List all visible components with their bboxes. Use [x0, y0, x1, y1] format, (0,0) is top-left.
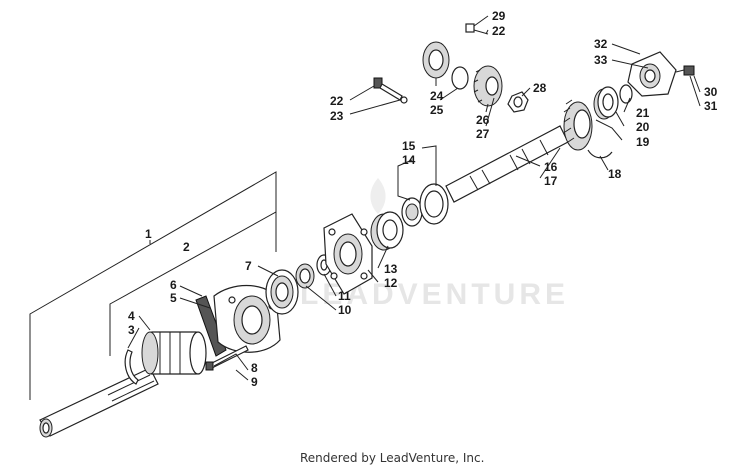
footer-credit: Rendered by LeadVenture, Inc.	[300, 451, 484, 465]
cover-bolt	[675, 65, 695, 76]
callout-5: 5	[170, 291, 177, 305]
callout-29: 29	[492, 9, 506, 23]
callout-8: 8	[251, 361, 258, 375]
bearing-13	[370, 211, 404, 251]
callout-14: 14	[402, 153, 416, 167]
output-shaft	[39, 367, 159, 438]
oil-seal	[265, 269, 299, 315]
callout-15: 15	[402, 139, 416, 153]
snap-ring	[124, 349, 139, 385]
callout-13: 13	[384, 262, 398, 276]
callout-21: 21	[636, 106, 650, 120]
callout-17: 17	[544, 174, 558, 188]
callout-28: 28	[533, 81, 547, 95]
coupler-body	[141, 331, 207, 375]
callout-11: 11	[338, 289, 351, 303]
bearing-20	[593, 84, 633, 120]
callout-25: 25	[430, 103, 444, 117]
callout-27: 27	[476, 127, 490, 141]
flange-plate	[323, 213, 373, 295]
seal-24	[422, 41, 450, 79]
callout-23: 23	[330, 109, 344, 123]
flame-logo	[370, 178, 386, 214]
callout-31: 31	[704, 99, 718, 113]
callout-9: 9	[251, 375, 258, 389]
bolt	[205, 345, 249, 371]
end-cover	[627, 51, 677, 97]
callout-2: 2	[183, 240, 190, 254]
callout-4: 4	[128, 309, 135, 323]
pinion-gear	[473, 65, 503, 107]
nut-28	[507, 91, 529, 113]
shim-pair	[401, 183, 449, 227]
washer-25	[451, 66, 469, 90]
parts	[39, 23, 695, 438]
bevel-gear	[563, 99, 593, 151]
callout-30: 30	[704, 85, 718, 99]
callout-18: 18	[608, 167, 622, 181]
callout-1: 1	[145, 227, 152, 241]
gear-case	[213, 285, 281, 353]
leader-lines	[29, 15, 701, 400]
callout-labels: 1 2 3 4 5 6 7 8 9 10 11 12 13 14 15 16 1…	[128, 9, 718, 389]
callout-20: 20	[636, 120, 650, 134]
callout-10: 10	[338, 303, 352, 317]
callout-24: 24	[430, 89, 444, 103]
circlip	[587, 149, 613, 159]
bearing-10	[295, 263, 315, 289]
callout-16: 16	[544, 160, 558, 174]
callout-32: 32	[594, 37, 608, 51]
callout-6: 6	[170, 278, 177, 292]
callout-22-left: 22	[330, 94, 344, 108]
callout-22-top: 22	[492, 24, 506, 38]
callout-26: 26	[476, 113, 490, 127]
callout-33: 33	[594, 53, 608, 67]
callout-7: 7	[245, 259, 252, 273]
callout-12: 12	[384, 276, 398, 290]
callout-19: 19	[636, 135, 650, 149]
callout-3: 3	[128, 323, 135, 337]
top-screw	[465, 23, 489, 35]
side-screw	[373, 77, 408, 104]
